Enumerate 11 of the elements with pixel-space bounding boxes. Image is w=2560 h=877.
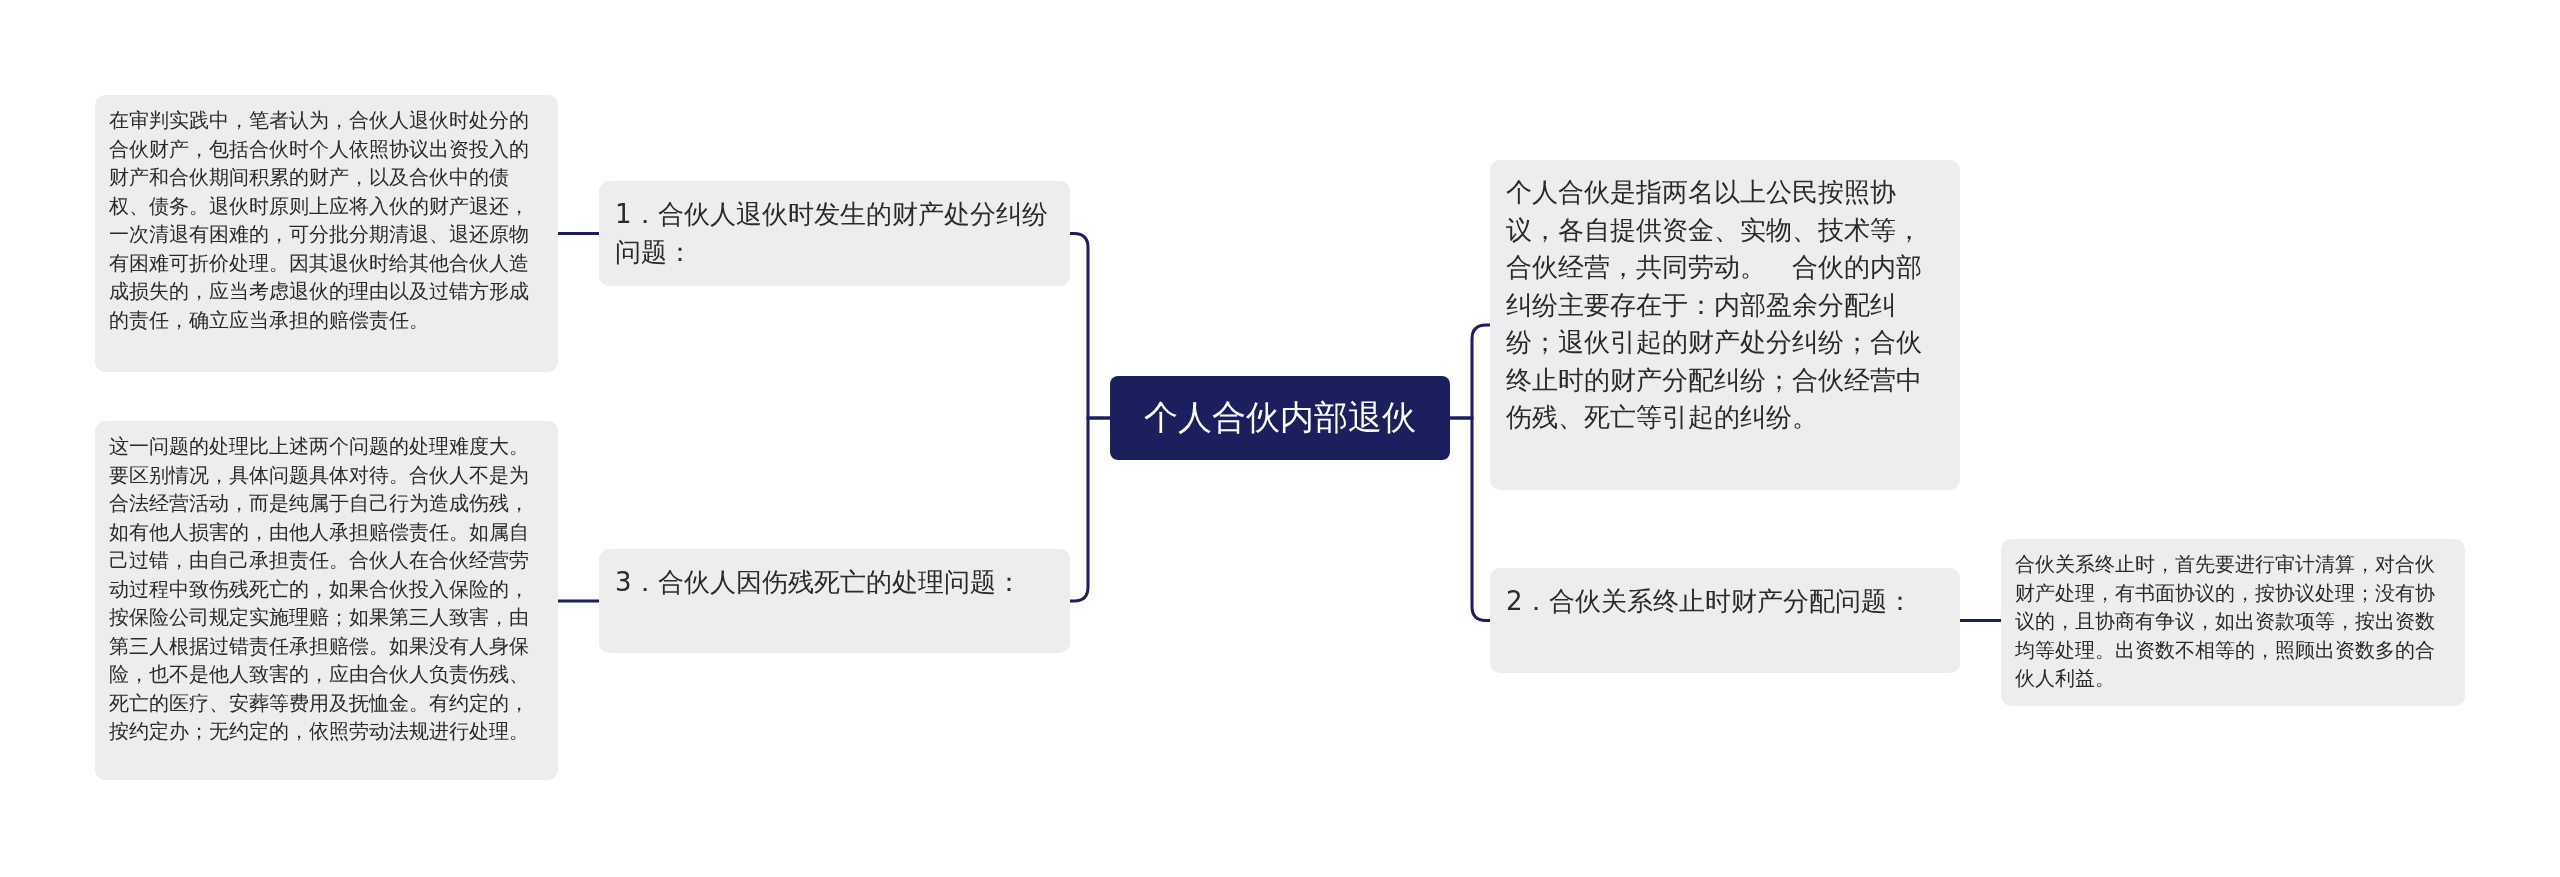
note-box: 这一问题的处理比上述两个问题的处理难度大。要区别情况，具体问题具体对待。合伙人不是为合法经营活动，而是纯属于自己行为造成伤残，如有他人损害的，由他人承担赔偿责任。如属自己过错，由自己承担责任。合伙人在合伙经营劳动过程中致伤残死亡的，如果合伙投入保险的，按保险公司规定实施理赔；如果第三人致害，由第三人根据过错责任承担赔偿。如果没有人身保险，也不是他人致害的，应由合伙人负责伤残、死亡的医疗、安葬等费用及抚恤金。有约定的，按约定办；无约定的，依照劳动法规进行处理。 [95,421,558,780]
note-box: 合伙关系终止时，首先要进行审计清算，对合伙财产处理，有书面协议的，按协议处理；没有协议的，且协商有争议，如出资款项等，按出资数均等处理。出资数不相等的，照顾出资数多的合伙人利益。 [2001,539,2465,706]
note-box: 在审判实践中，笔者认为，合伙人退伙时处分的合伙财产，包括合伙时个人依照协议出资投入的财产和合伙期间积累的财产，以及合伙中的债权、债务。退伙时原则上应将入伙的财产退还，一次清退有困难的，可分批分期清退、退还原物有困难可折价处理。因其退伙时给其他合伙人造成损失的，应当考虑退伙的理由以及过错方形成的责任，确立应当承担的赔偿责任。 [95,95,558,372]
connector-line [1960,619,2001,622]
branch-box: 3．合伙人因伤残死亡的处理问题： [599,549,1070,653]
branch-box: 1．合伙人退伙时发生的财产处分纠纷问题： [599,181,1070,286]
branch-box: 2．合伙关系终止时财产分配问题： [1490,568,1960,673]
branch-box: 个人合伙是指两名以上公民按照协议，各自提供资金、实物、技术等，合伙经营，共同劳动。 合伙的内部纠纷主要存在于：内部盈余分配纠纷；退伙引起的财产处分纠纷；合伙终止时的财产分配纠纷；合伙经营中伤残、死亡等引起的纠纷。 [1490,160,1960,490]
connector-line [558,599,599,603]
connector-line [558,232,599,235]
topic-box: 个人合伙内部退伙 [1110,376,1450,460]
